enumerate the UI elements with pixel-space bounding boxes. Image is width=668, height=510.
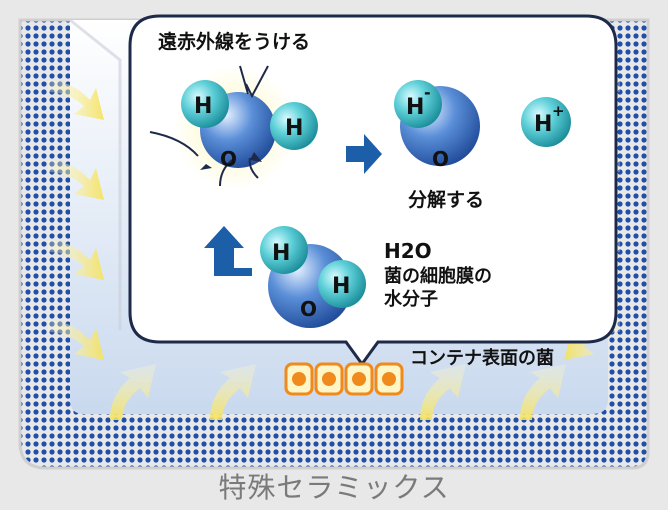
hydride-label: H bbox=[406, 95, 424, 120]
water-title: H2O bbox=[384, 239, 432, 263]
heat-arrow-bottom-2 bbox=[210, 364, 256, 420]
heat-arrow-left-2 bbox=[48, 160, 104, 200]
water-desc-line1: 菌の細胞膜の bbox=[384, 265, 492, 287]
heat-arrow-bottom-4 bbox=[520, 364, 566, 420]
far-infrared-label: 遠赤外線をうける bbox=[158, 30, 310, 53]
heat-arrow-left-3 bbox=[48, 240, 104, 280]
hydrogen-atom-1a bbox=[181, 80, 229, 128]
speech-bubble bbox=[128, 14, 618, 367]
cycle-arrow-icon bbox=[204, 226, 252, 276]
proton-label: H bbox=[534, 112, 552, 137]
labels: 遠赤外線をうける H H O H - O H + 分解する H H O H2O … bbox=[158, 30, 565, 369]
water-desc-line2: 水分子 bbox=[384, 288, 438, 310]
cell-membrane-water-molecule bbox=[260, 226, 366, 328]
hydrogen-atom-3a bbox=[260, 226, 308, 274]
heat-arrow-left-1 bbox=[48, 80, 104, 120]
hydrogen-label-3b: H bbox=[332, 274, 350, 299]
hydride-atom bbox=[394, 80, 442, 128]
bacteria-label: コンテナ表面の菌 bbox=[410, 347, 554, 369]
reaction-arrow-icon bbox=[346, 134, 382, 174]
irradiated-water-molecule bbox=[149, 65, 318, 190]
proton-charge-label: + bbox=[552, 102, 565, 120]
hydrogen-atom-1b bbox=[270, 102, 318, 150]
heat-arrow-bottom-3 bbox=[420, 364, 466, 420]
bacteria-cells bbox=[284, 362, 404, 396]
hydrogen-label-1a: H bbox=[194, 94, 212, 119]
heat-arrow-left-4 bbox=[48, 320, 104, 360]
caption: 特殊セラミックス bbox=[218, 471, 450, 504]
hydrogen-label-3a: H bbox=[272, 241, 290, 266]
decomposed-products bbox=[394, 80, 571, 166]
heat-arrow-bottom-1 bbox=[110, 364, 156, 420]
hydride-charge-label: - bbox=[424, 83, 431, 102]
oxygen-label-3: O bbox=[300, 297, 317, 321]
hydrogen-atom-3b bbox=[318, 260, 366, 308]
oxygen-label-1: O bbox=[220, 147, 237, 171]
hydrogen-label-1b: H bbox=[285, 116, 303, 141]
decompose-label: 分解する bbox=[408, 188, 484, 211]
oxygen-label-2: O bbox=[432, 147, 449, 171]
proton-atom bbox=[521, 97, 571, 147]
